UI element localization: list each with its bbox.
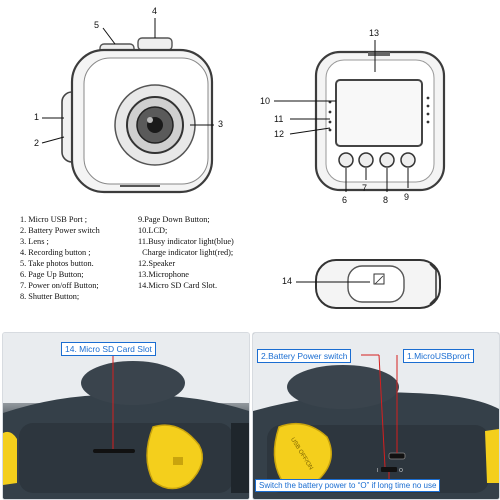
sd-slot-opening: [93, 449, 135, 453]
photo-power-switch-usb: I O 2.Battery Power switch 1.MicroUSBpro…: [252, 332, 500, 500]
legend-right: 9.Page Down Button; 10.LCD; 11.Busy indi…: [138, 214, 288, 291]
svg-text:I: I: [377, 468, 378, 474]
photo-left-drawing: [3, 333, 249, 499]
sd-slot-cover: [146, 424, 204, 490]
legend-item: 9.Page Down Button;: [138, 215, 210, 224]
legend-item: 10.LCD;: [138, 226, 168, 235]
lcd-screen-shape: [335, 79, 423, 147]
callout-12: 12: [274, 129, 285, 139]
power-off-note: Switch the battery power to “O” if long …: [255, 479, 441, 492]
sd-icon: [373, 273, 385, 285]
legend-item: 6. Page Up Button;: [20, 270, 84, 279]
leader-switch: [378, 354, 386, 468]
label-sd-card-slot: 14. Micro SD Card Slot: [61, 342, 156, 356]
camera-top-photo: [81, 361, 185, 405]
callout-7: 7: [362, 183, 368, 193]
back-camera-drawing: [274, 40, 446, 192]
power-button-shape: [358, 152, 374, 168]
callout-5: 5: [94, 20, 100, 30]
callout-8: 8: [383, 195, 389, 205]
record-button-shape: [137, 37, 173, 51]
label-battery-power-switch: 2.Battery Power switch: [257, 349, 352, 363]
legend-left: 1. Micro USB Port ; 2. Battery Power swi…: [20, 214, 140, 302]
yellow-accent-left: [3, 431, 17, 485]
power-switch: [381, 467, 397, 472]
side-camera-drawing: [296, 259, 441, 309]
legend-item: 5. Take photos button.: [20, 259, 94, 268]
usb-port: [388, 452, 406, 460]
legend-item: 8. Shutter Button;: [20, 292, 80, 301]
page-down-button-shape: [400, 152, 416, 168]
callout-3: 3: [218, 119, 224, 129]
callout-13: 13: [369, 28, 380, 38]
lens-glare: [147, 117, 153, 123]
front-camera-diagram: 1 2 3 4 5: [0, 0, 260, 205]
shutter-button-shape: [379, 152, 395, 168]
legend-item: 1. Micro USB Port ;: [20, 215, 88, 224]
mic-slot: [368, 52, 390, 56]
callout-9: 9: [404, 192, 410, 202]
callout-14: 14: [282, 276, 293, 286]
page-up-button-shape: [338, 152, 354, 168]
callout-6: 6: [342, 195, 348, 205]
front-camera-drawing: [41, 18, 214, 194]
legend-item: 3. Lens ;: [20, 237, 49, 246]
legend-item: 7. Power on/off Button;: [20, 281, 99, 290]
legend-item: 12.Speaker: [138, 259, 176, 268]
callout-10: 10: [260, 96, 271, 106]
back-camera-diagram: 6 7 8 9 10 11 12 13: [260, 0, 500, 205]
sd-cover-icon: [173, 457, 183, 465]
callout-1: 1: [34, 112, 40, 122]
photo-sd-card-slot: 14. Micro SD Card Slot: [2, 332, 250, 500]
legend-item: 14.Micro SD Card Slot.: [138, 281, 218, 290]
side-camera-diagram: 14: [270, 250, 445, 315]
legend-item: 13.Microphone: [138, 270, 189, 279]
callout-11: 11: [274, 114, 284, 124]
label-micro-usb-port: 1.MicroUSBprort: [403, 349, 474, 363]
legend-item: 4. Recording button ;: [20, 248, 91, 257]
callout-2: 2: [34, 138, 40, 148]
legend-item: 2. Battery Power switch: [20, 226, 100, 235]
legend-item: 11.Busy indicator light(blue): [138, 237, 234, 246]
callout-4: 4: [152, 6, 158, 16]
legend-item: Charge indicator light(red);: [138, 248, 234, 257]
svg-text:O: O: [399, 468, 403, 474]
